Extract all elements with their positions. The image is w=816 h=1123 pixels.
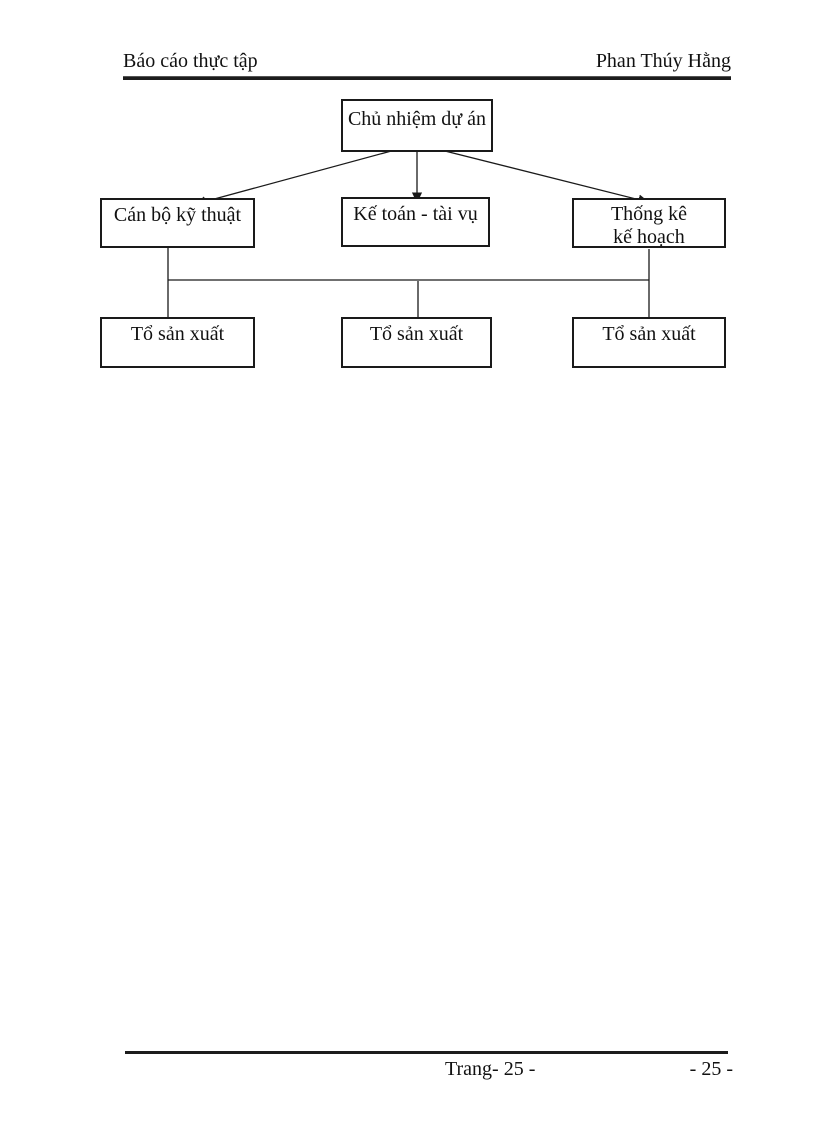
footer-page-number: - 25 - — [689, 1058, 733, 1080]
header-right-text: Phan Thúy Hằng — [595, 50, 731, 72]
org-node-production-team-3: Tổ sản xuất — [572, 317, 726, 368]
header-left-text: Báo cáo thực tập — [123, 50, 258, 72]
org-node-technical-staff: Cán bộ kỹ thuật — [100, 198, 255, 248]
connector-root-to-technical — [194, 143, 418, 207]
org-node-statistics-planning: Thống kê kế hoạch — [572, 198, 726, 248]
org-node-accounting-finance: Kế toán - tài vụ — [341, 197, 490, 247]
connector-root-to-statistics — [416, 143, 650, 205]
org-node-project-manager: Chủ nhiệm dự án — [341, 99, 493, 152]
footer-page-label: Trang- 25 - — [445, 1058, 536, 1080]
footer-rule — [125, 1051, 728, 1054]
org-node-statistics-planning-line1: Thống kê — [610, 203, 688, 225]
org-node-statistics-planning-line2: kế hoạch — [613, 226, 685, 248]
header-rule — [123, 76, 731, 80]
org-node-production-team-1: Tổ sản xuất — [100, 317, 255, 368]
org-node-production-team-2: Tổ sản xuất — [341, 317, 492, 368]
